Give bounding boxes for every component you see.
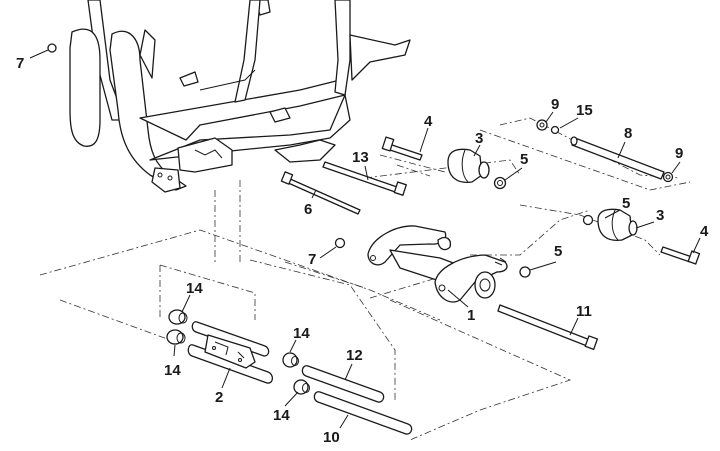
fasteners (280, 136, 701, 435)
callout-14: 14 (273, 407, 290, 424)
callout-11: 11 (576, 303, 592, 320)
callout-10: 10 (323, 429, 340, 446)
swing-arm (367, 225, 508, 303)
callout-13: 13 (352, 149, 369, 166)
small-parts (47, 43, 674, 395)
callout-7: 7 (308, 251, 316, 268)
callout-3: 3 (475, 130, 483, 147)
callout-labels: 7 4 3 5 9 15 8 9 13 6 5 3 4 7 5 1 11 14 … (16, 55, 709, 446)
frame-assembly (69, 0, 411, 193)
callout-9: 9 (675, 145, 683, 162)
rear-bracket (187, 321, 274, 384)
leader-lines (29, 49, 701, 429)
callout-7: 7 (16, 55, 24, 72)
callout-4: 4 (424, 113, 433, 130)
callout-4: 4 (700, 223, 709, 240)
callout-5: 5 (554, 243, 562, 260)
callout-14: 14 (164, 362, 181, 379)
callout-2: 2 (215, 389, 223, 406)
callout-8: 8 (624, 125, 632, 142)
callout-6: 6 (304, 201, 312, 218)
callout-12: 12 (346, 347, 363, 364)
callout-5: 5 (622, 195, 630, 212)
rubber-mounts (447, 148, 638, 242)
callout-15: 15 (576, 102, 593, 119)
callout-14: 14 (293, 325, 310, 342)
callout-9: 9 (551, 96, 559, 113)
callout-5: 5 (520, 151, 528, 168)
callout-14: 14 (186, 280, 203, 297)
callout-3: 3 (656, 207, 664, 224)
callout-1: 1 (467, 307, 475, 324)
